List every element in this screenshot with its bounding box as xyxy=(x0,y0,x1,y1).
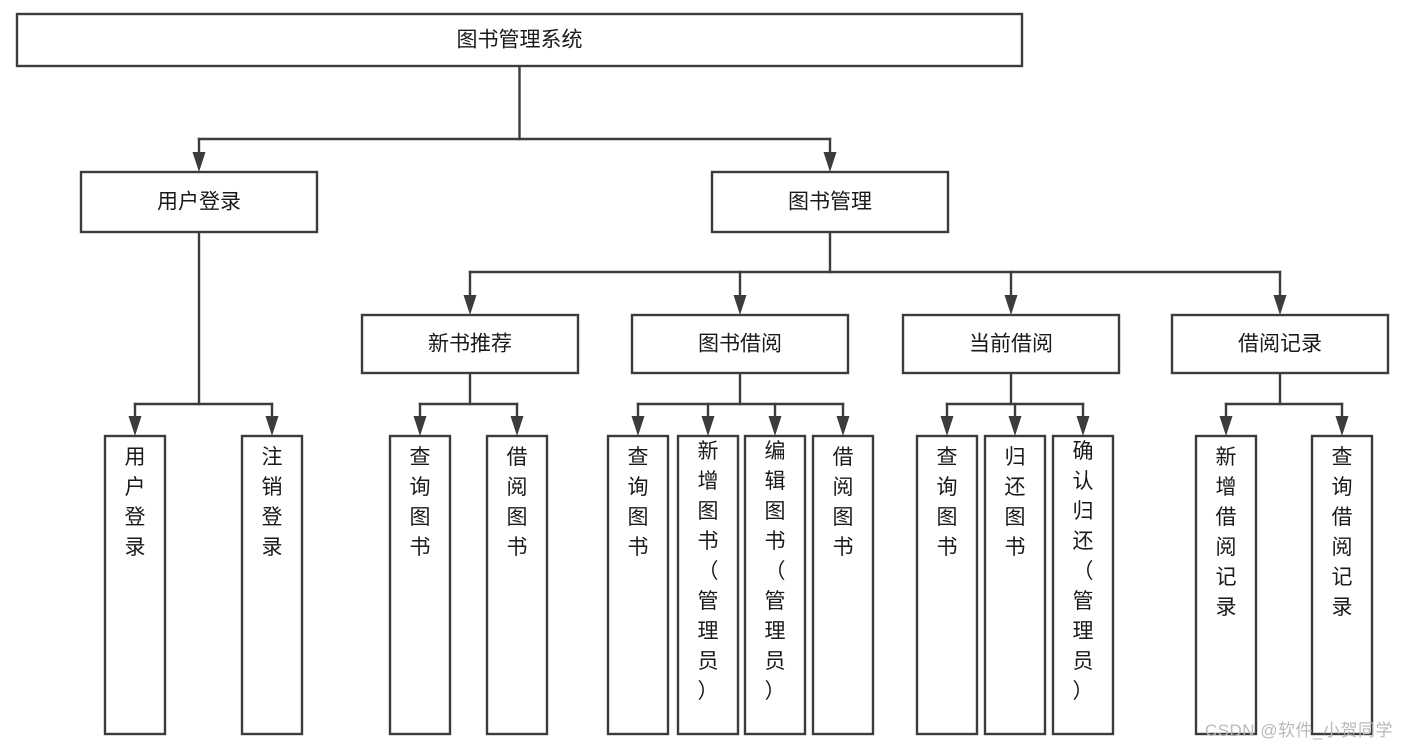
node-label-record-add: 新增借阅记录 xyxy=(1216,446,1237,619)
edge-user-login-arrowhead xyxy=(192,152,206,172)
node-user-login[interactable]: 用户登录 xyxy=(79,170,319,234)
edge-new-book-recommend-arrowhead xyxy=(463,295,477,315)
node-label-borrow-add-book: 新增图书（管理员） xyxy=(698,440,719,703)
node-box-borrow-records xyxy=(1170,313,1390,375)
node-box-current-query-book xyxy=(915,434,979,736)
node-user-login-do[interactable]: 用户登录 xyxy=(103,434,167,736)
node-current-borrow[interactable]: 当前借阅 xyxy=(901,313,1121,375)
node-new-book-recommend[interactable]: 新书推荐 xyxy=(360,313,580,375)
node-box-book-management xyxy=(710,170,950,234)
node-label-current-query-book: 查询图书 xyxy=(937,446,958,559)
node-label-root: 图书管理系统 xyxy=(457,29,583,52)
node-box-current-borrow xyxy=(901,313,1121,375)
node-label-user-login-do: 用户登录 xyxy=(125,446,146,559)
edge-user-login-do-arrowhead xyxy=(128,416,142,436)
edge-borrow-edit-book-arrowhead xyxy=(768,416,782,436)
node-label-recommend-borrow-book: 借阅图书 xyxy=(507,446,528,559)
node-borrow-records[interactable]: 借阅记录 xyxy=(1170,313,1390,375)
edge-recommend-borrow-book-arrowhead xyxy=(510,416,524,436)
node-box-recommend-borrow-book xyxy=(485,434,549,736)
node-borrow-query-book[interactable]: 查询图书 xyxy=(606,434,670,736)
node-book-management[interactable]: 图书管理 xyxy=(710,170,950,234)
edge-book-borrow-arrowhead xyxy=(733,295,747,315)
node-current-confirm-return[interactable]: 确认归还（管理员） xyxy=(1051,434,1115,736)
node-root[interactable]: 图书管理系统 xyxy=(15,12,1024,68)
node-label-current-return-book: 归还图书 xyxy=(1005,446,1026,559)
node-box-borrow-borrow-book xyxy=(811,434,875,736)
node-label-recommend-query-book: 查询图书 xyxy=(410,446,431,559)
edge-record-add-arrowhead xyxy=(1219,416,1233,436)
edge-borrow-query-book-arrowhead xyxy=(631,416,645,436)
node-box-book-borrow xyxy=(630,313,850,375)
node-label-user-logout: 注销登录 xyxy=(262,446,283,559)
edge-current-confirm-return-arrowhead xyxy=(1076,416,1090,436)
node-box-borrow-add-book xyxy=(676,434,740,736)
edge-current-return-book-arrowhead xyxy=(1008,416,1022,436)
node-box-borrow-edit-book xyxy=(743,434,807,736)
node-box-user-login-do xyxy=(103,434,167,736)
node-current-query-book[interactable]: 查询图书 xyxy=(915,434,979,736)
node-label-borrow-borrow-book: 借阅图书 xyxy=(833,446,854,559)
connectors-layer xyxy=(128,64,1349,436)
edge-user-logout-arrowhead xyxy=(265,416,279,436)
node-label-new-book-recommend: 新书推荐 xyxy=(428,333,512,356)
node-box-user-logout xyxy=(240,434,304,736)
edge-record-query-arrowhead xyxy=(1335,416,1349,436)
node-box-new-book-recommend xyxy=(360,313,580,375)
node-book-borrow[interactable]: 图书借阅 xyxy=(630,313,850,375)
nodes-layer: 图书管理系统用户登录图书管理用户登录注销登录新书推荐查询图书借阅图书图书借阅查询… xyxy=(15,12,1390,736)
node-box-record-add xyxy=(1194,434,1258,736)
node-box-root xyxy=(15,12,1024,68)
node-record-query[interactable]: 查询借阅记录 xyxy=(1310,434,1374,736)
node-borrow-borrow-book[interactable]: 借阅图书 xyxy=(811,434,875,736)
node-label-borrow-edit-book: 编辑图书（管理员） xyxy=(765,440,786,703)
edge-current-query-book-arrowhead xyxy=(940,416,954,436)
node-label-book-borrow: 图书借阅 xyxy=(698,333,782,356)
edge-recommend-query-book-arrowhead xyxy=(413,416,427,436)
node-label-user-login: 用户登录 xyxy=(157,191,241,214)
edge-borrow-records-arrowhead xyxy=(1273,295,1287,315)
node-record-add[interactable]: 新增借阅记录 xyxy=(1194,434,1258,736)
node-label-record-query: 查询借阅记录 xyxy=(1332,446,1353,619)
node-user-logout[interactable]: 注销登录 xyxy=(240,434,304,736)
node-label-borrow-records: 借阅记录 xyxy=(1238,333,1322,356)
watermark-text: CSDN @软件_小贺同学 xyxy=(1204,721,1393,740)
node-label-current-confirm-return: 确认归还（管理员） xyxy=(1073,440,1094,703)
node-label-book-management: 图书管理 xyxy=(788,191,872,214)
edge-borrow-add-book-arrowhead xyxy=(701,416,715,436)
node-box-current-return-book xyxy=(983,434,1047,736)
node-recommend-query-book[interactable]: 查询图书 xyxy=(388,434,452,736)
node-box-borrow-query-book xyxy=(606,434,670,736)
node-box-record-query xyxy=(1310,434,1374,736)
node-label-current-borrow: 当前借阅 xyxy=(969,333,1053,356)
node-box-recommend-query-book xyxy=(388,434,452,736)
node-borrow-edit-book[interactable]: 编辑图书（管理员） xyxy=(743,434,807,736)
node-box-current-confirm-return xyxy=(1051,434,1115,736)
node-current-return-book[interactable]: 归还图书 xyxy=(983,434,1047,736)
edge-book-management-arrowhead xyxy=(823,152,837,172)
node-label-borrow-query-book: 查询图书 xyxy=(628,446,649,559)
node-borrow-add-book[interactable]: 新增图书（管理员） xyxy=(676,434,740,736)
node-recommend-borrow-book[interactable]: 借阅图书 xyxy=(485,434,549,736)
edge-borrow-borrow-book-arrowhead xyxy=(836,416,850,436)
edge-current-borrow-arrowhead xyxy=(1004,295,1018,315)
node-box-user-login xyxy=(79,170,319,234)
